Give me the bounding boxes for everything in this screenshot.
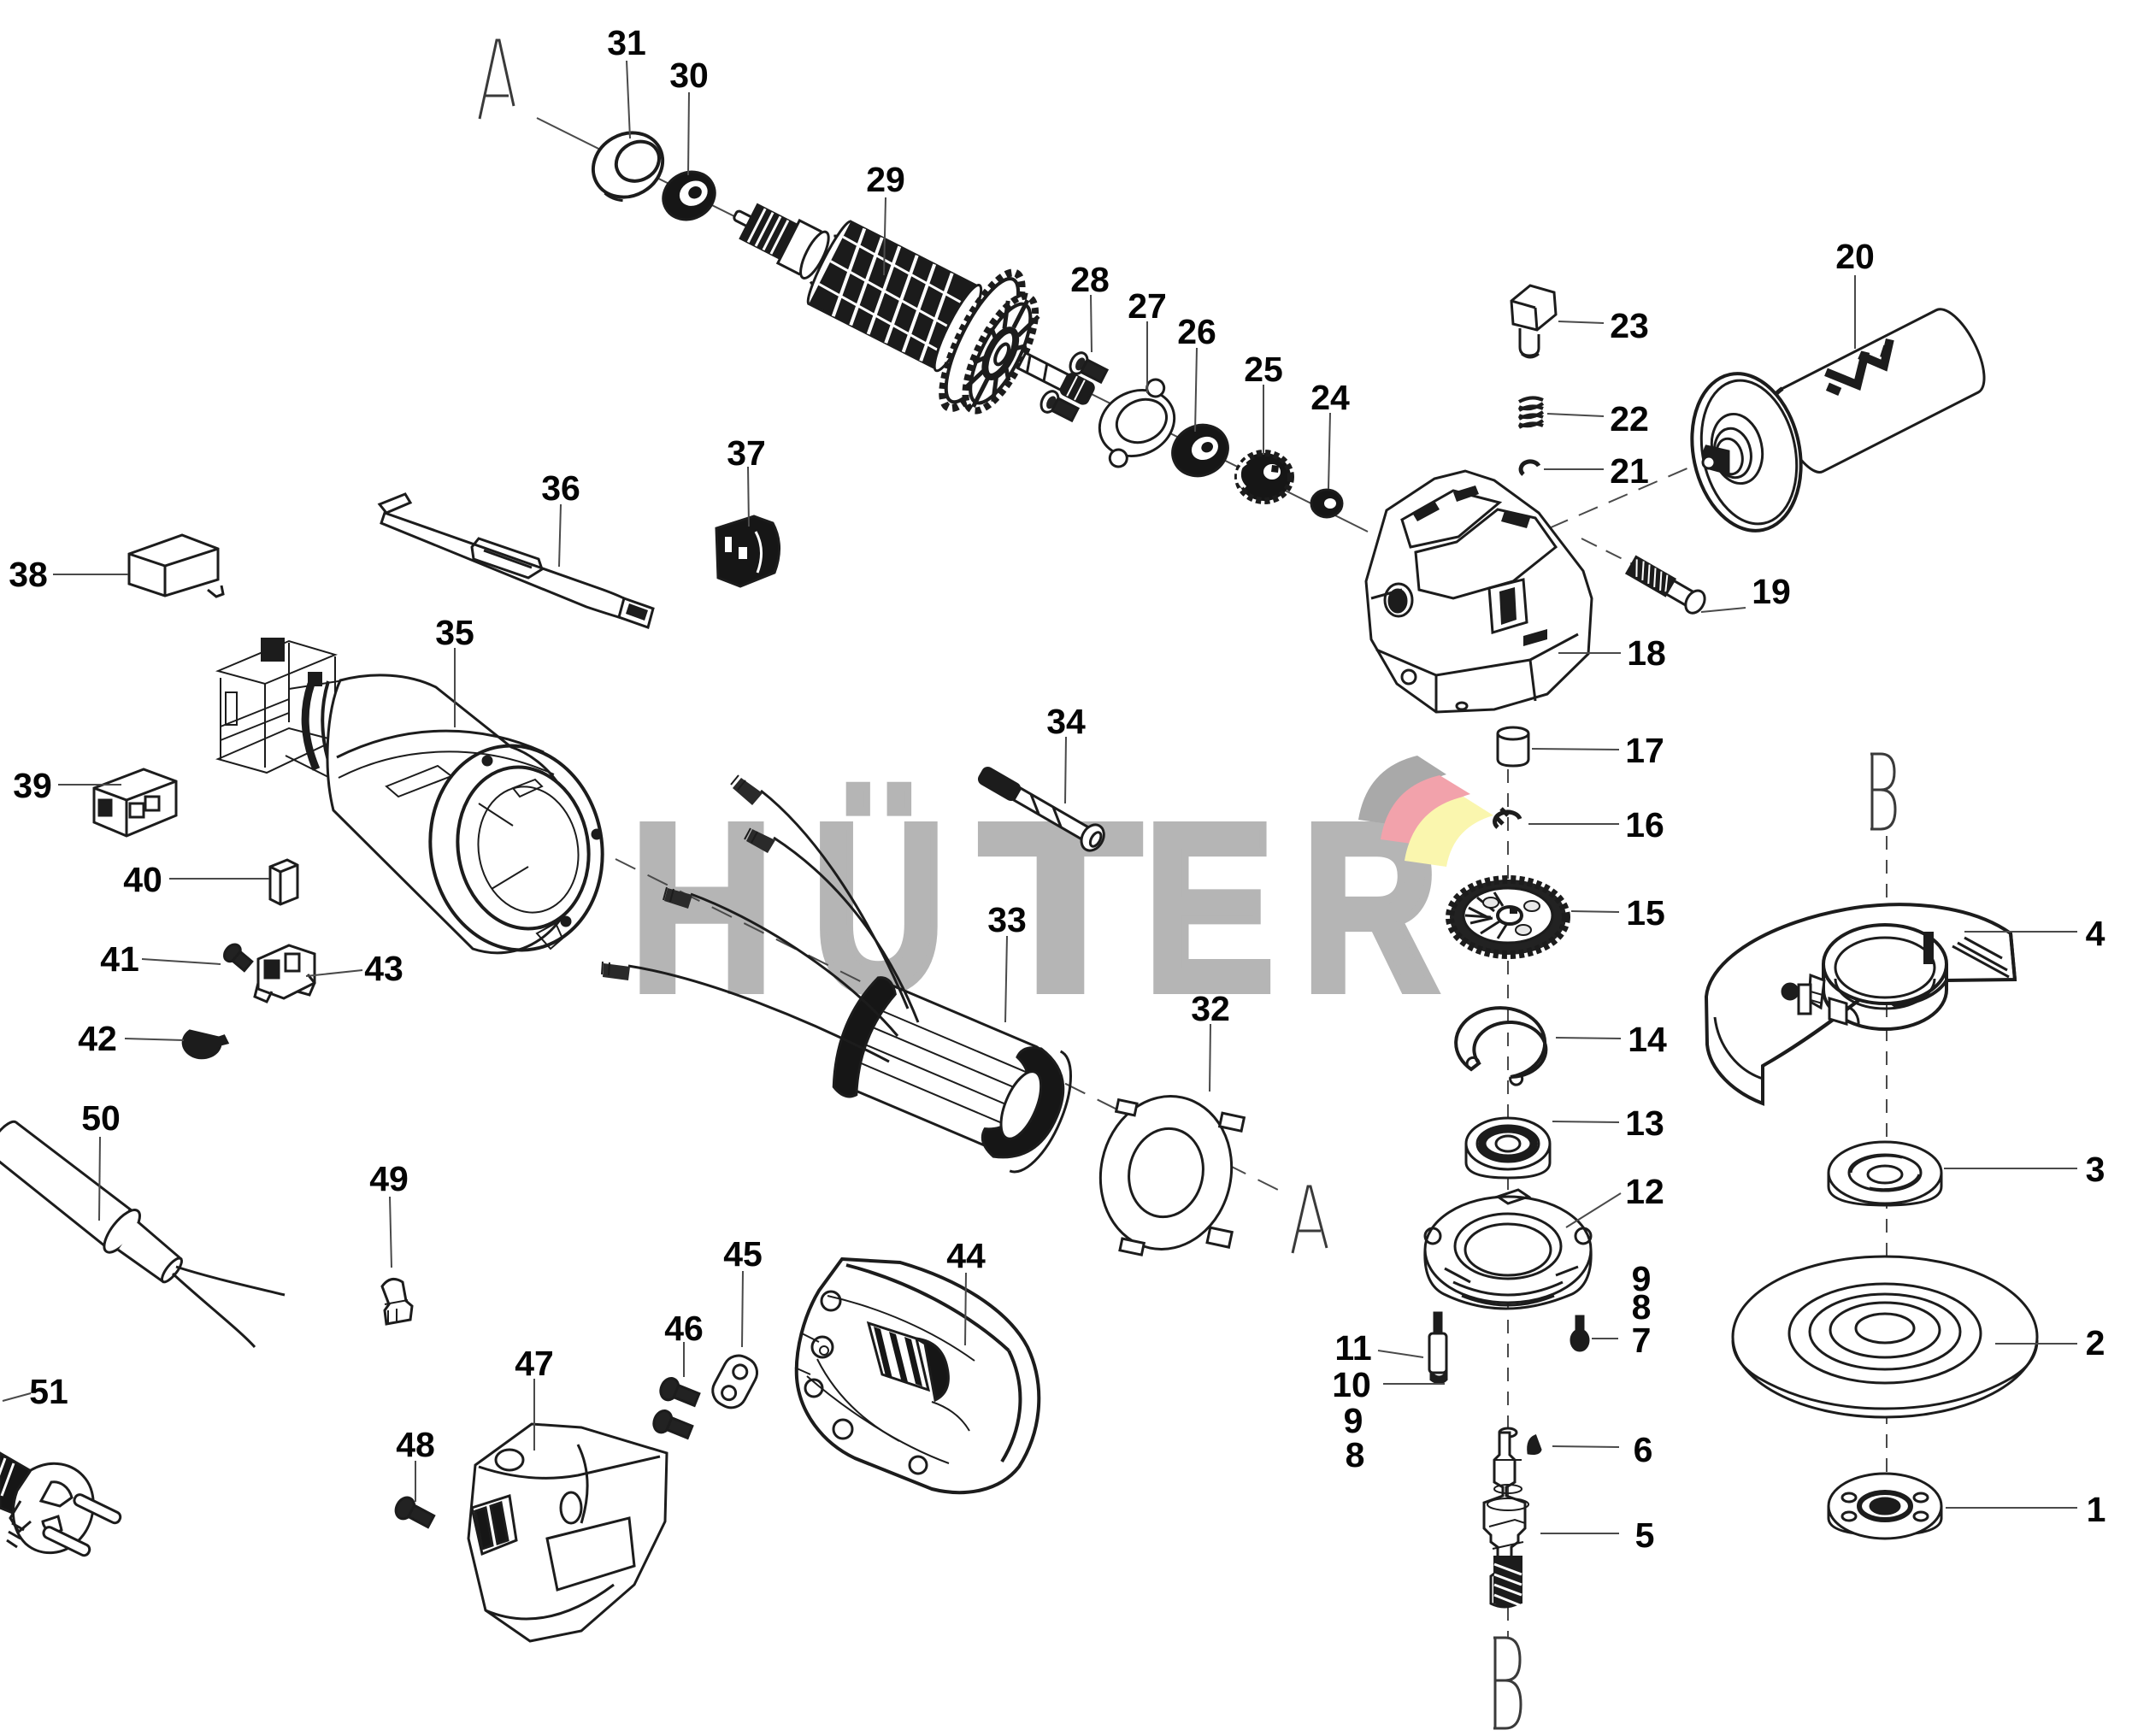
svg-text:44: 44 xyxy=(946,1236,986,1275)
svg-text:4: 4 xyxy=(2086,914,2105,953)
svg-text:48: 48 xyxy=(396,1425,435,1464)
svg-text:43: 43 xyxy=(364,949,403,988)
svg-text:36: 36 xyxy=(541,468,580,508)
svg-text:18: 18 xyxy=(1627,633,1666,673)
svg-text:15: 15 xyxy=(1626,893,1665,933)
svg-text:25: 25 xyxy=(1244,350,1283,389)
svg-text:22: 22 xyxy=(1610,399,1649,438)
svg-text:27: 27 xyxy=(1128,286,1167,326)
svg-text:47: 47 xyxy=(515,1344,554,1383)
svg-text:42: 42 xyxy=(78,1019,117,1058)
svg-text:3: 3 xyxy=(2086,1150,2105,1189)
svg-text:40: 40 xyxy=(123,860,162,899)
svg-text:45: 45 xyxy=(723,1234,763,1274)
svg-text:39: 39 xyxy=(13,766,52,805)
svg-text:50: 50 xyxy=(81,1098,121,1138)
svg-text:20: 20 xyxy=(1835,237,1875,276)
svg-text:51: 51 xyxy=(29,1372,68,1411)
svg-text:41: 41 xyxy=(100,939,139,979)
svg-text:6: 6 xyxy=(1634,1430,1653,1469)
svg-text:9: 9 xyxy=(1632,1259,1652,1298)
svg-text:34: 34 xyxy=(1046,702,1086,741)
svg-text:35: 35 xyxy=(435,613,474,652)
svg-text:13: 13 xyxy=(1625,1103,1664,1143)
svg-text:30: 30 xyxy=(669,56,709,95)
svg-text:12: 12 xyxy=(1625,1172,1664,1211)
svg-text:E: E xyxy=(1144,774,1275,1041)
svg-text:24: 24 xyxy=(1310,378,1350,417)
svg-text:8: 8 xyxy=(1632,1287,1652,1327)
svg-text:19: 19 xyxy=(1752,572,1791,611)
svg-text:21: 21 xyxy=(1610,451,1649,491)
svg-text:17: 17 xyxy=(1625,731,1664,770)
svg-text:16: 16 xyxy=(1625,805,1664,844)
svg-text:2: 2 xyxy=(2086,1323,2105,1362)
svg-text:5: 5 xyxy=(1635,1515,1655,1555)
svg-text:14: 14 xyxy=(1628,1020,1667,1059)
svg-text:31: 31 xyxy=(607,23,646,62)
svg-text:23: 23 xyxy=(1610,306,1649,345)
svg-text:46: 46 xyxy=(664,1309,704,1348)
svg-text:26: 26 xyxy=(1177,312,1216,351)
svg-text:7: 7 xyxy=(1632,1321,1652,1360)
svg-text:37: 37 xyxy=(727,433,766,473)
svg-text:33: 33 xyxy=(987,900,1027,939)
svg-text:28: 28 xyxy=(1070,260,1110,299)
svg-text:9: 9 xyxy=(1344,1401,1363,1440)
svg-text:11: 11 xyxy=(1334,1328,1371,1368)
svg-text:8: 8 xyxy=(1346,1435,1365,1474)
svg-text:38: 38 xyxy=(9,555,48,594)
svg-text:10: 10 xyxy=(1332,1365,1371,1404)
svg-text:1: 1 xyxy=(2087,1490,2106,1529)
svg-text:32: 32 xyxy=(1191,989,1230,1028)
svg-text:49: 49 xyxy=(369,1159,409,1198)
svg-text:29: 29 xyxy=(866,160,905,199)
